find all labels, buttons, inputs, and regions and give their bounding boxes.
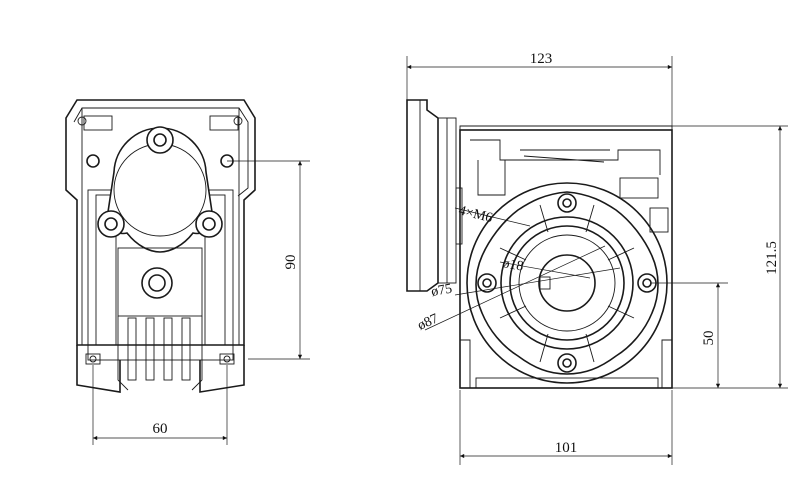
bolt-hole-bottom bbox=[557, 353, 577, 373]
label-bolts: 4×M6 bbox=[457, 203, 494, 226]
svg-text:50: 50 bbox=[701, 331, 717, 346]
svg-text:121.5: 121.5 bbox=[764, 241, 780, 275]
dim-side-height: 121.5 bbox=[764, 125, 783, 388]
svg-text:101: 101 bbox=[555, 440, 578, 456]
dim-front-width: 60 bbox=[93, 421, 227, 441]
dim-shaft-height: 50 bbox=[701, 283, 721, 388]
svg-text:60: 60 bbox=[153, 421, 168, 437]
svg-text:123: 123 bbox=[530, 51, 553, 67]
front-view bbox=[65, 99, 310, 445]
svg-text:90: 90 bbox=[283, 255, 299, 270]
label-pcd: ø87 bbox=[416, 311, 441, 333]
dim-front-height: 90 bbox=[283, 161, 303, 359]
dim-side-bottom-width: 101 bbox=[460, 440, 672, 459]
label-bore: ø18 bbox=[501, 256, 524, 274]
side-view bbox=[406, 56, 788, 465]
label-flange: ø75 bbox=[430, 282, 453, 300]
bolt-hole-left bbox=[477, 273, 497, 293]
dim-side-top-width: 123 bbox=[407, 51, 672, 70]
bolt-hole-top bbox=[557, 193, 577, 213]
